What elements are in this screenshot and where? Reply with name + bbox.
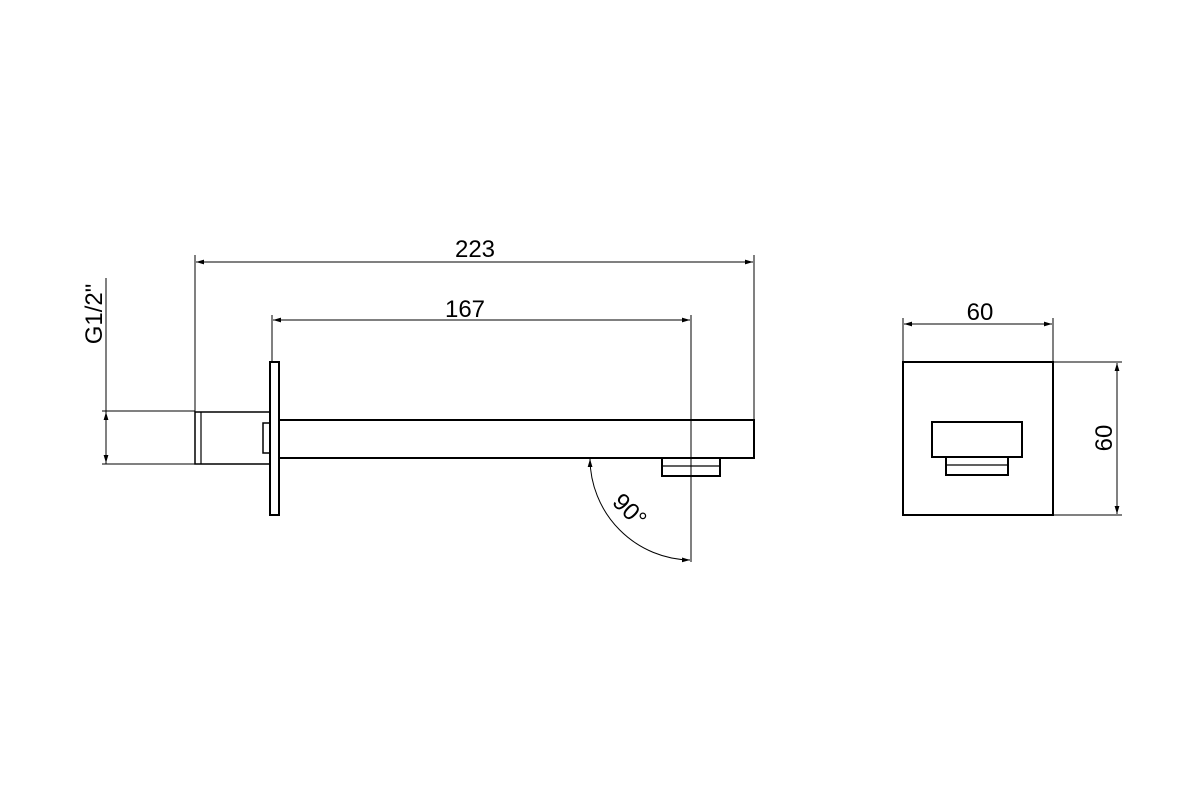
front-plate <box>902 361 1054 516</box>
dimension-label-height: 60 <box>1091 425 1118 452</box>
angle-arc <box>587 458 691 563</box>
front-view <box>902 361 1054 516</box>
dimension-label-223: 223 <box>455 236 495 263</box>
collar <box>262 422 271 454</box>
dimension-label-width: 60 <box>967 299 994 326</box>
dimension-thread: G1/2" <box>81 278 195 465</box>
side-view <box>194 361 755 516</box>
wall-plate <box>269 361 280 516</box>
dimension-overall-length: 223 <box>194 236 755 420</box>
spout-body <box>278 419 755 459</box>
dimension-plate-width: 60 <box>902 299 1054 362</box>
front-aerator <box>945 457 1009 476</box>
dimension-label-167: 167 <box>445 296 485 323</box>
dimension-angle: 90° <box>587 458 691 563</box>
dimension-plate-height: 60 <box>1053 361 1122 516</box>
front-spout <box>931 421 1023 458</box>
thread-connector <box>194 411 271 465</box>
dimension-label-thread: G1/2" <box>81 284 108 345</box>
dimension-label-angle: 90° <box>607 488 652 533</box>
dimension-spout-length: 167 <box>271 296 692 562</box>
